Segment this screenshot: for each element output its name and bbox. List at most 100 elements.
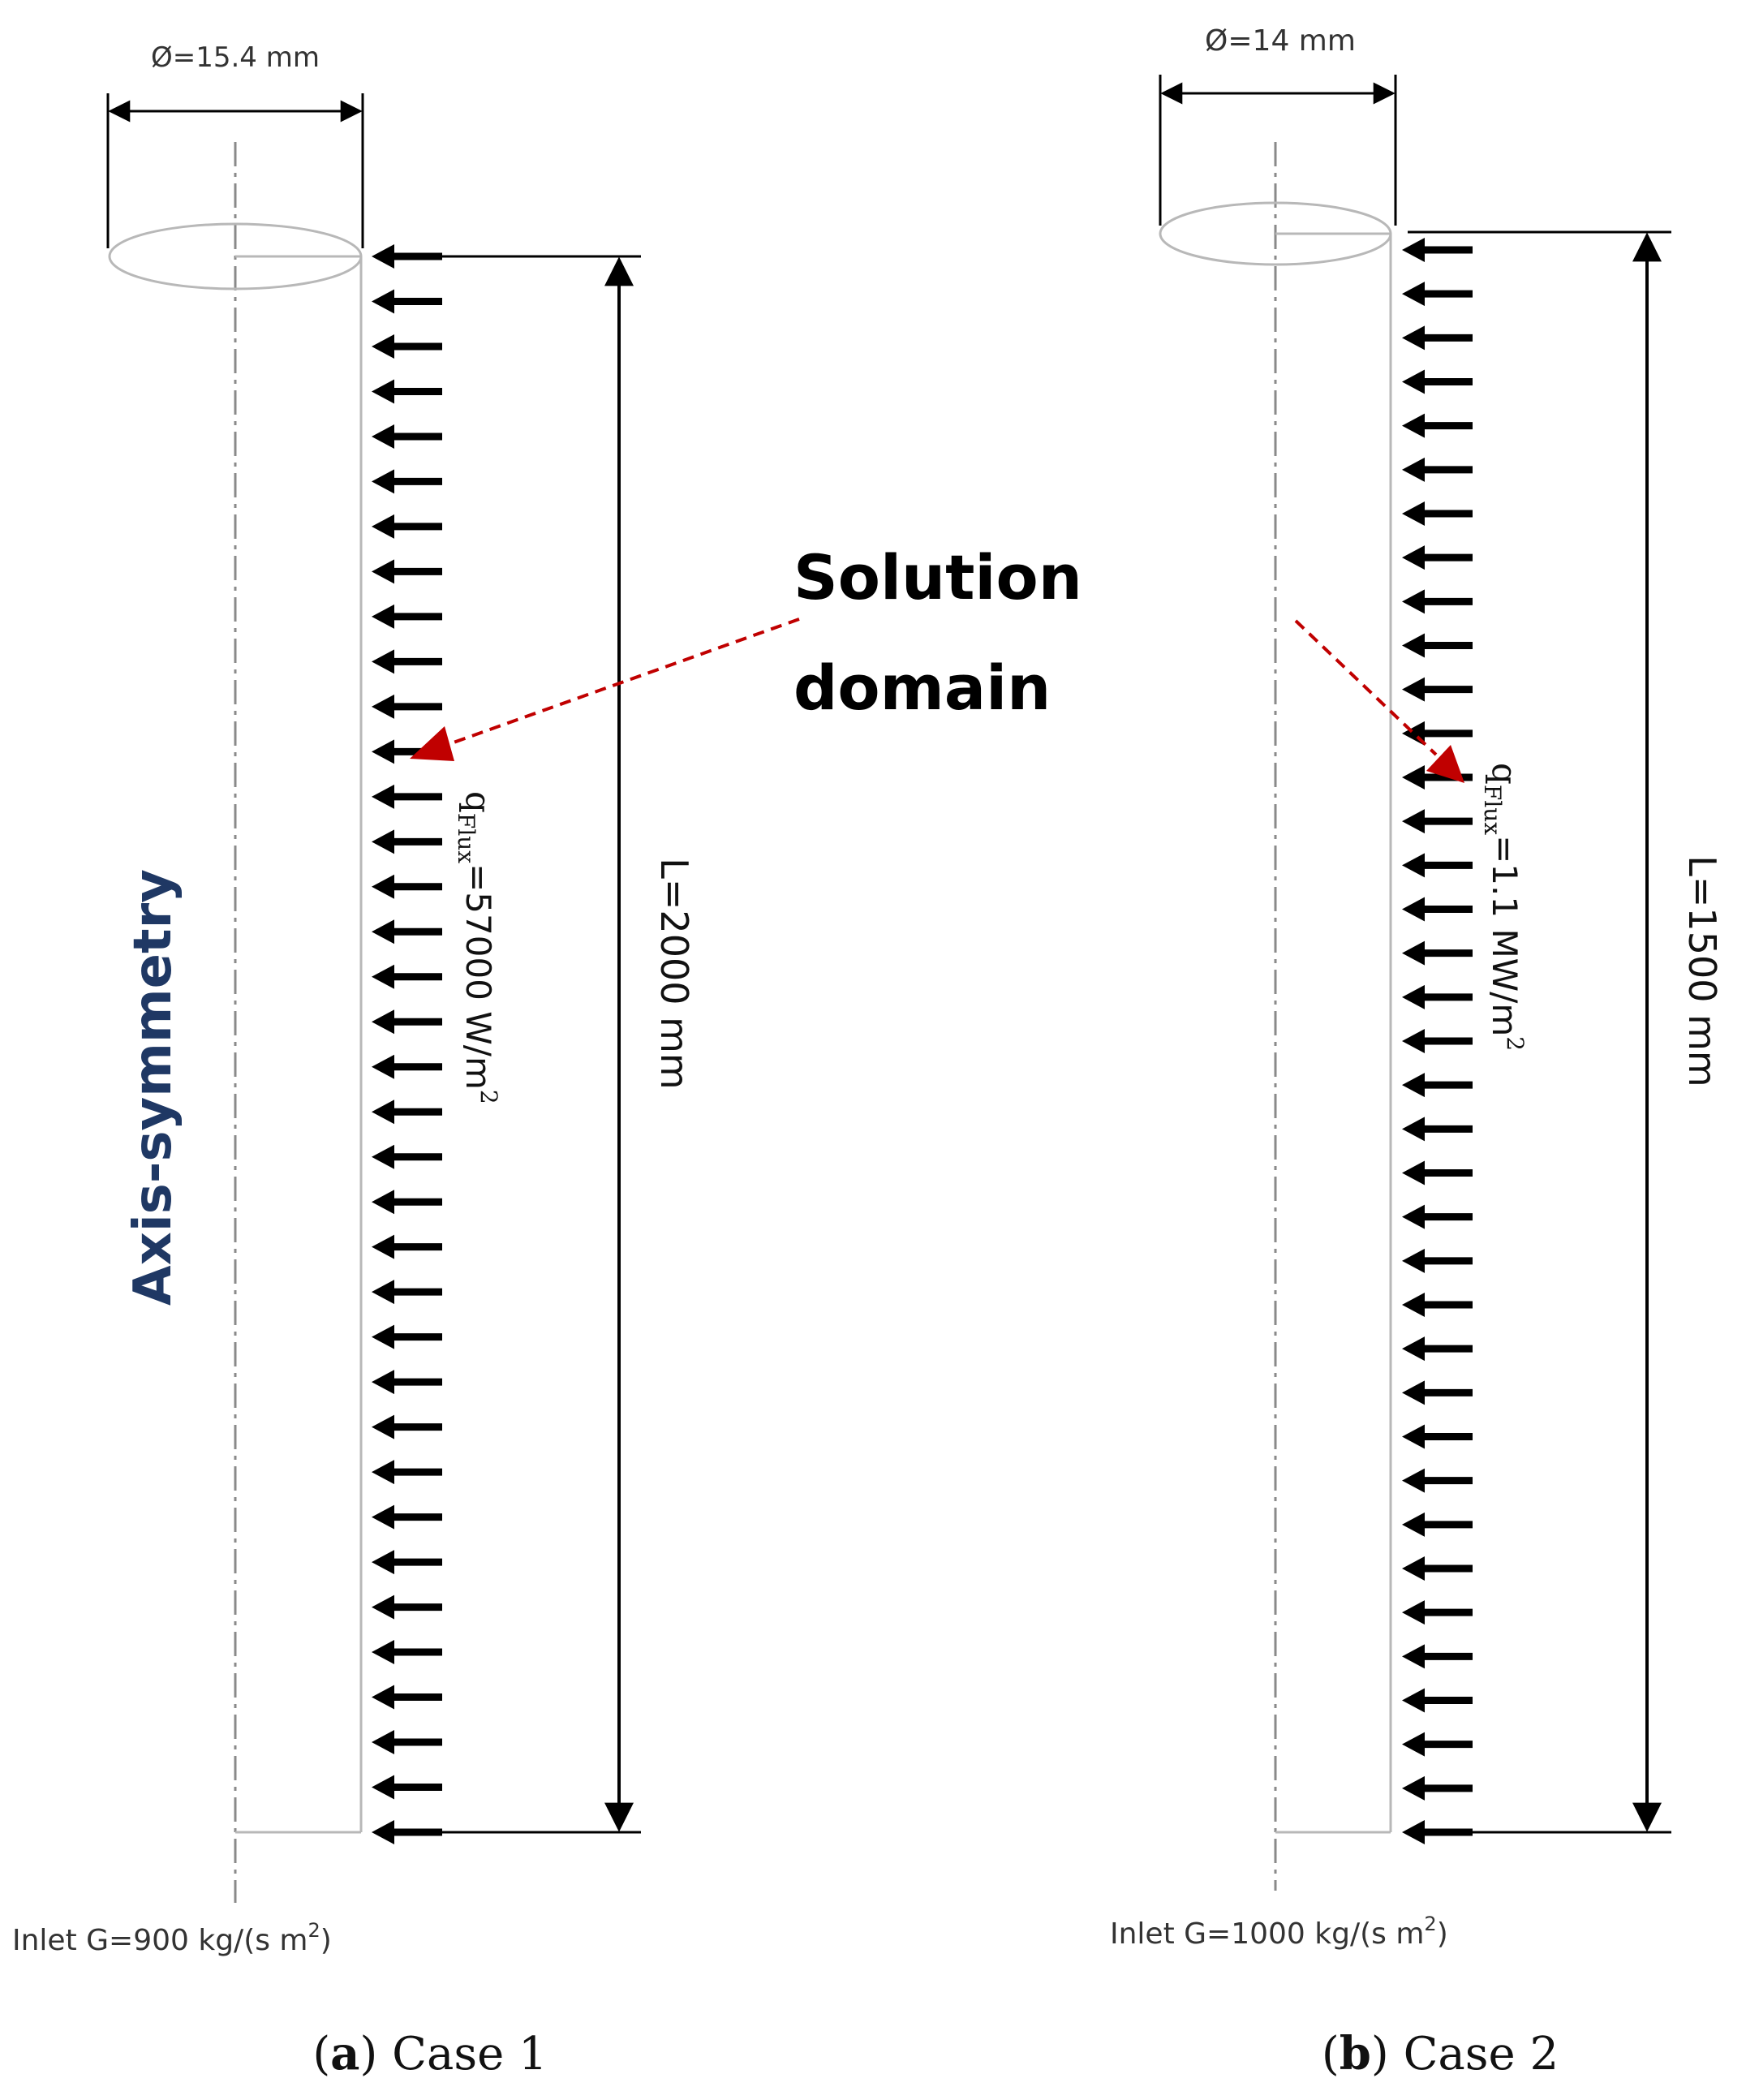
case1-flux-arrow [372,1370,442,1395]
case1-flux-arrow [372,1280,442,1305]
case1-diameter-label: Ø=15.4 mm [151,41,320,74]
case2-flux-arrow [1402,809,1473,834]
case1-flux-arrow [372,469,442,494]
case2-flux-arrow [1402,325,1473,351]
case1-flux-symbol: q [458,791,498,813]
case2-flux-arrow [1402,721,1473,746]
case2-flux-subscript: Flux [1479,785,1506,835]
case2-flux-arrow [1402,853,1473,878]
case1-flux-arrow [372,694,442,719]
case1-flux-arrow [372,649,442,674]
case2-flux-arrow [1402,413,1473,438]
case2-flux-arrow [1402,369,1473,394]
case2-length-label: L=1500 mm [1680,855,1724,1087]
case2-flux-arrow [1402,1424,1473,1449]
case1-flux-arrow [372,1144,442,1169]
case2-flux-arrow [1402,633,1473,658]
case2-flux-arrow [1402,1204,1473,1229]
case2-flux-arrow [1402,1117,1473,1142]
case1-flux-arrow [372,289,442,314]
case1-flux-arrow [372,829,442,854]
case2-flux-arrow [1402,1820,1473,1844]
case2-flux-arrow [1402,984,1473,1009]
case1-flux-arrow [372,1099,442,1125]
case1-flux-arrow [372,514,442,539]
case2-caption-letter: b [1340,2027,1371,2081]
case1-flux-arrow [372,1730,442,1755]
solution-domain-arrowhead-case1 [410,726,454,761]
case2-flux-arrow [1402,1336,1473,1362]
case2-flux-arrow [1402,1160,1473,1186]
case1-flux-arrow [372,1640,442,1665]
case1-heat-flux-label: qFlux=57000 W/m2 [453,791,502,1104]
case2-flux-arrow [1402,1732,1473,1757]
case1-flux-arrow [372,424,442,449]
case2-flux-arrow [1402,1644,1473,1669]
case1-flux-arrow [372,604,442,629]
case2-flux-arrow [1402,501,1473,526]
case2-flux-arrow [1402,282,1473,307]
case1-flux-arrow [372,1775,442,1800]
case2-flux-arrow [1402,765,1473,790]
case1-inlet-superscript: 2 [308,1919,320,1942]
case1-flux-arrow [372,1054,442,1079]
case2-figure: Ø=14 mm L=1500 mm qFlux=1.1 MW/m2 Inlet … [1110,24,1724,2081]
case1-flux-value: =57000 W/m [458,863,498,1090]
case1-flux-arrow [372,1594,442,1620]
case2-flux-symbol: q [1485,763,1525,785]
case1-inlet-label: Inlet G=900 kg/(s m2) [12,1919,332,1957]
case1-caption-text: Case 1 [377,2028,547,2081]
case1-flux-arrow [372,379,442,404]
case2-flux-arrow [1402,677,1473,702]
case2-inlet-text: Inlet G=1000 kg/(s m [1110,1917,1424,1951]
case2-flux-arrow [1402,1468,1473,1493]
case2-flux-arrow [1402,1688,1473,1713]
case2-flux-arrow [1402,940,1473,966]
case2-flux-arrow [1402,1512,1473,1537]
case1-flux-arrow [372,559,442,584]
case1-caption-letter: a [330,2027,359,2081]
case1-flux-arrow [372,784,442,809]
case2-inlet-close: ) [1437,1917,1448,1951]
case1-inlet-text: Inlet G=900 kg/(s m [12,1924,308,1957]
case1-flux-subscript: Flux [453,813,480,863]
solution-domain-annotation: Solution domain [410,541,1464,783]
case1-flux-arrow [372,1190,442,1215]
case1-flux-arrow [372,1009,442,1035]
case2-flux-arrow [1402,545,1473,570]
solution-domain-pointer-case1 [441,618,800,748]
case2-flux-arrow [1402,1029,1473,1053]
case2-flux-value: =1.1 MW/m [1485,835,1525,1036]
case1-inlet-close: ) [320,1924,332,1957]
case2-inlet-label: Inlet G=1000 kg/(s m2) [1110,1913,1448,1951]
case1-flux-arrow [372,1550,442,1575]
case1-flux-arrow [372,874,442,899]
case2-caption-text: Case 2 [1389,2028,1559,2081]
case1-flux-arrow [372,919,442,945]
case2-flux-arrow [1402,1556,1473,1581]
case1-flux-arrow [372,1234,442,1259]
case2-flux-arrow [1402,897,1473,922]
case2-flux-superscript: 2 [1502,1036,1529,1051]
case2-flux-arrow [1402,1248,1473,1273]
case2-flux-arrow [1402,238,1473,262]
case1-flux-arrow [372,1504,442,1530]
axis-symmetry-label: Axis-symmetry [123,869,183,1306]
case1-figure: Ø=15.4 mm L=2000 mm qFlux=57000 W/m2 Axi… [12,41,696,2081]
case2-flux-arrow [1402,457,1473,482]
solution-domain-line1: Solution [793,541,1082,613]
case2-heat-flux-arrows [1402,238,1473,1844]
case2-inlet-superscript: 2 [1424,1913,1436,1935]
case1-caption: (a) Case 1 [312,2027,547,2081]
case1-flux-arrow [372,1820,442,1844]
case2-flux-arrow [1402,1073,1473,1098]
case2-heat-flux-label: qFlux=1.1 MW/m2 [1479,763,1529,1051]
case2-diameter-label: Ø=14 mm [1205,24,1356,58]
case1-flux-arrow [372,334,442,359]
case1-flux-arrow [372,1685,442,1710]
solution-domain-line2: domain [793,652,1051,724]
case2-flux-arrow [1402,589,1473,614]
case1-length-label: L=2000 mm [652,858,696,1089]
case1-flux-arrow [372,1324,442,1349]
